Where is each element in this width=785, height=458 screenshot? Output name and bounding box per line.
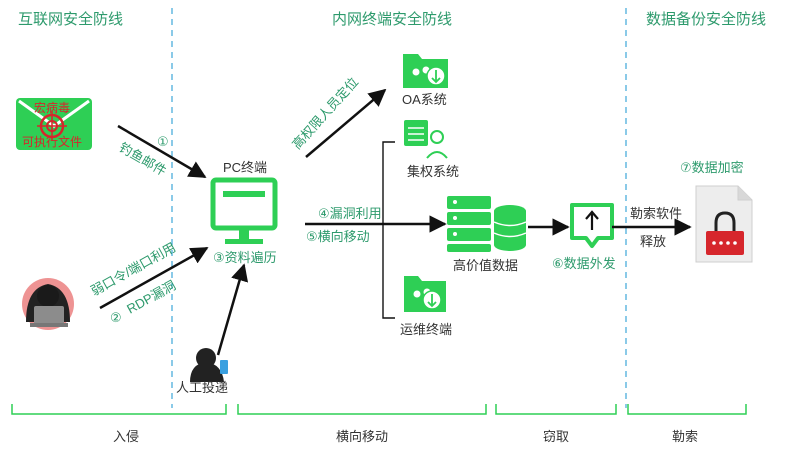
step6-label: ⑥数据外发 [552,256,616,271]
ops-folder-icon [404,276,446,312]
central-system-label: 集权系统 [407,164,459,179]
ops-terminal-label: 运维终端 [400,322,452,337]
step5-label: ⑤横向移动 [306,229,370,244]
phase-label-theft: 窃取 [543,429,569,444]
systems-bracket [382,141,395,319]
zone-title-backup: 数据备份安全防线 [646,10,766,28]
zone-title-intranet: 内网终端安全防线 [332,10,452,28]
locked-file-icon [695,185,753,263]
email-label-executable: 可执行文件 [22,134,82,149]
upload-icon [570,203,614,248]
ransom-release-label-b: 释放 [640,234,666,249]
central-system-icon [404,120,448,159]
phase-label-ransom: 勒索 [672,429,698,444]
database-server-icon [447,196,527,252]
monitor-icon [210,177,278,244]
email-label-macro-virus: 宏病毒 [34,100,70,115]
oa-system-label: OA系统 [402,92,447,107]
phase-bracket-ransom [627,404,747,415]
zone-title-internet: 互联网安全防线 [18,10,123,28]
arrow-manual [216,263,249,356]
arrow-step1 [117,124,207,179]
high-value-data-label: 高价值数据 [453,258,518,273]
phase-bracket-theft [495,404,617,415]
ransom-release-label-a: 勒索软件 [630,206,682,221]
pc-terminal-label: PC终端 [223,160,267,175]
manual-delivery-label: 人工投递 [176,380,228,395]
phase-label-intrusion: 入侵 [113,429,139,444]
email-icon [16,98,92,150]
phase-bracket-lateral [237,404,487,415]
oa-folder-icon [403,54,448,88]
step1-number: ① [157,134,169,149]
step7-label: ⑦数据加密 [680,160,744,175]
arrow-privilege [305,88,387,158]
phase-label-lateral: 横向移动 [336,429,388,444]
step2-label-b: RDP漏洞 [124,278,178,317]
step3-label: ③资料遍历 [213,250,277,265]
hacker-icon [22,278,74,330]
phase-bracket-intrusion [11,404,227,415]
arrow-step2 [99,246,209,310]
step4-label: ④漏洞利用 [318,206,382,221]
step2-number: ② [110,310,122,325]
hacker-phone-icon [190,348,228,382]
